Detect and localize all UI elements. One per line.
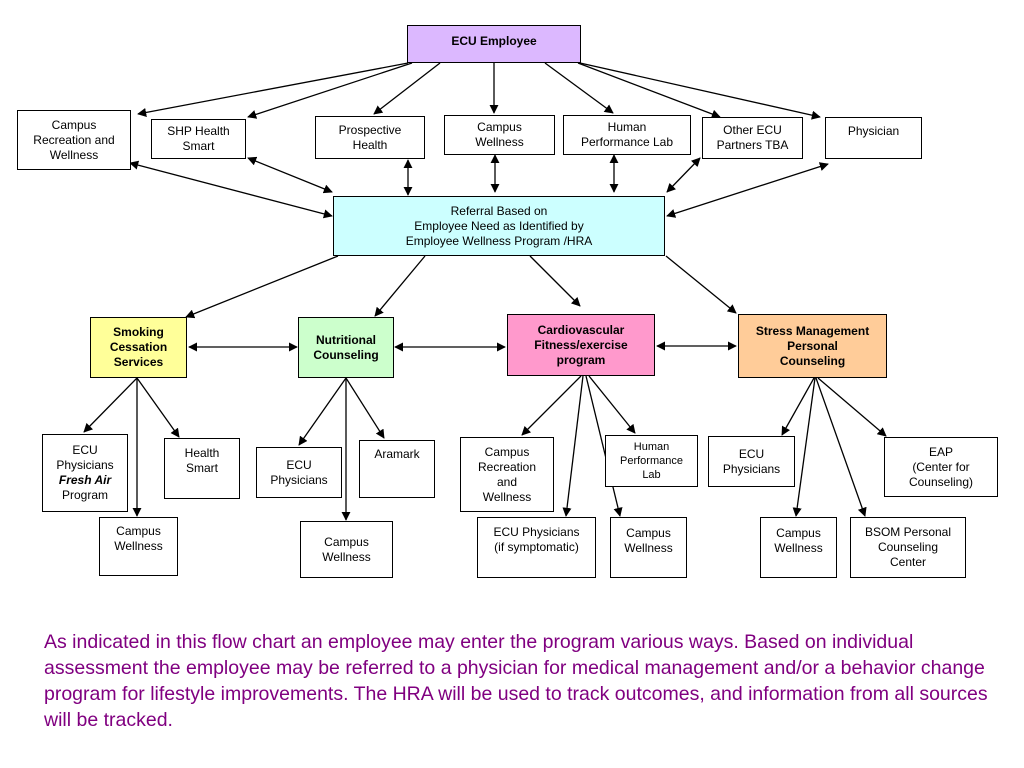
node-physician: Physician [825,117,922,159]
node-shp-health-smart: SHP Health Smart [151,119,246,159]
node-campus-wellness-top: Campus Wellness [444,115,555,155]
arrow-stress-eap [817,377,887,437]
arrow-smoking-health-smart [136,377,180,438]
node-aramark: Aramark [359,440,435,498]
arrow-cardio-campus-rec [521,375,582,436]
arrow-stress-bsom [815,377,867,517]
caption-text: As indicated in this flow chart an emplo… [44,631,988,731]
node-human-performance-cardio: Human Performance Lab [605,435,698,487]
arrow-referral-stress [665,255,737,314]
node-campus-wellness-stress: Campus Wellness [760,517,837,578]
node-bsom-counseling: BSOM Personal Counseling Center [850,517,966,578]
node-health-smart: Health Smart [164,438,240,499]
node-campus-wellness-cardio: Campus Wellness [610,517,687,578]
node-ecu-physicians-stress: ECU Physicians [708,436,795,487]
arrow-stress-ecu-phys [781,377,815,436]
arrow-nutritional-aramark [345,377,385,439]
arrow-cardio-campus-wellness [585,375,623,517]
arrow-physician-referral [666,162,829,218]
arrow-smoking-ecu-phys [83,377,138,433]
arrow-cardio-ecu-phys [562,375,584,517]
node-prospective-health: Prospective Health [315,116,425,159]
arrow-employee-physician [579,62,821,120]
arrow-campus-rec-referral [129,160,333,219]
node-cardiovascular-program: Cardiovascular Fitness/exercise program [507,314,655,376]
node-campus-recreation-cardio: Campus Recreation and Wellness [460,437,554,512]
node-campus-recreation-top: Campus Recreation and Wellness [17,110,131,170]
arrow-referral-smoking [185,255,339,319]
node-eap: EAP (Center for Counseling) [884,437,998,497]
arrow-stress-campus-wellness [792,377,816,517]
arrow-employee-other-ecu [577,62,721,119]
node-ecu-physicians-nutrition: ECU Physicians [256,447,342,498]
arrow-employee-shp [247,62,413,119]
node-smoking-cessation: Smoking Cessation Services [90,317,187,378]
arrow-employee-campus-rec [137,62,409,117]
node-campus-wellness-smoking: Campus Wellness [99,517,178,576]
node-other-ecu-partners: Other ECU Partners TBA [702,117,803,159]
node-nutritional-counseling: Nutritional Counseling [298,317,394,378]
node-human-performance-top: Human Performance Lab [563,115,691,155]
arrow-cardio-human-perf [588,375,636,434]
node-campus-wellness-nutrition: Campus Wellness [300,521,393,578]
arrow-other-ecu-referral [666,157,701,193]
node-ecu-physicians-symptomatic: ECU Physicians (if symptomatic) [477,517,596,578]
node-ecu-physicians-fresh-air: ECU Physicians Fresh Air Program [42,434,128,512]
arrow-shp-referral [247,156,333,194]
arrow-employee-human-perf [544,62,614,114]
arrow-referral-nutritional [374,255,426,317]
arrow-referral-cardio [529,255,581,307]
node-stress-management: Stress Management Personal Counseling [738,314,887,378]
arrow-employee-prospective [373,62,441,115]
node-ecu-employee: ECU Employee [407,25,581,63]
node-referral: Referral Based on Employee Need as Ident… [333,196,665,256]
arrow-nutritional-ecu-phys [298,377,347,446]
